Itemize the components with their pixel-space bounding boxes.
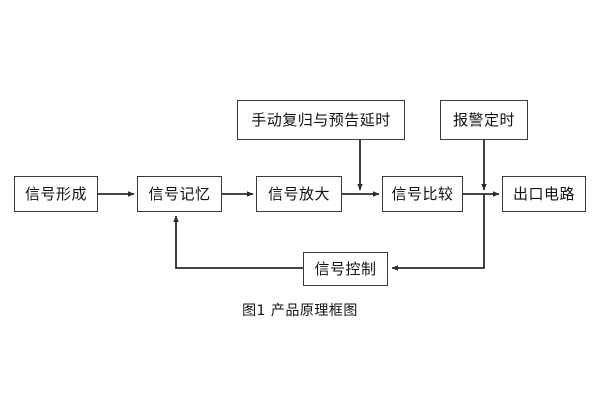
node-label: 信号控制 <box>314 259 377 278</box>
node-signal-memory[interactable]: 信号记忆 <box>137 176 222 212</box>
connector-feedback-to-control <box>391 194 485 271</box>
node-label: 手动复归与预告延时 <box>251 110 391 129</box>
node-signal-amplify[interactable]: 信号放大 <box>256 176 342 212</box>
node-output-circuit[interactable]: 出口电路 <box>502 176 586 212</box>
node-manual-reset-delay[interactable]: 手动复归与预告延时 <box>237 100 405 140</box>
node-label: 信号形成 <box>24 184 87 203</box>
node-alarm-timer[interactable]: 报警定时 <box>440 100 528 140</box>
node-label: 报警定时 <box>452 110 515 129</box>
node-label: 出口电路 <box>512 184 575 203</box>
figure-caption: 图1 产品原理框图 <box>242 303 358 319</box>
node-label: 信号放大 <box>267 184 330 203</box>
node-signal-compare[interactable]: 信号比较 <box>382 176 463 212</box>
node-label: 信号比较 <box>391 184 454 203</box>
node-signal-formation[interactable]: 信号形成 <box>14 176 98 212</box>
connector-control-to-memory <box>173 215 303 269</box>
node-label: 信号记忆 <box>148 184 211 203</box>
node-signal-control[interactable]: 信号控制 <box>303 252 388 286</box>
